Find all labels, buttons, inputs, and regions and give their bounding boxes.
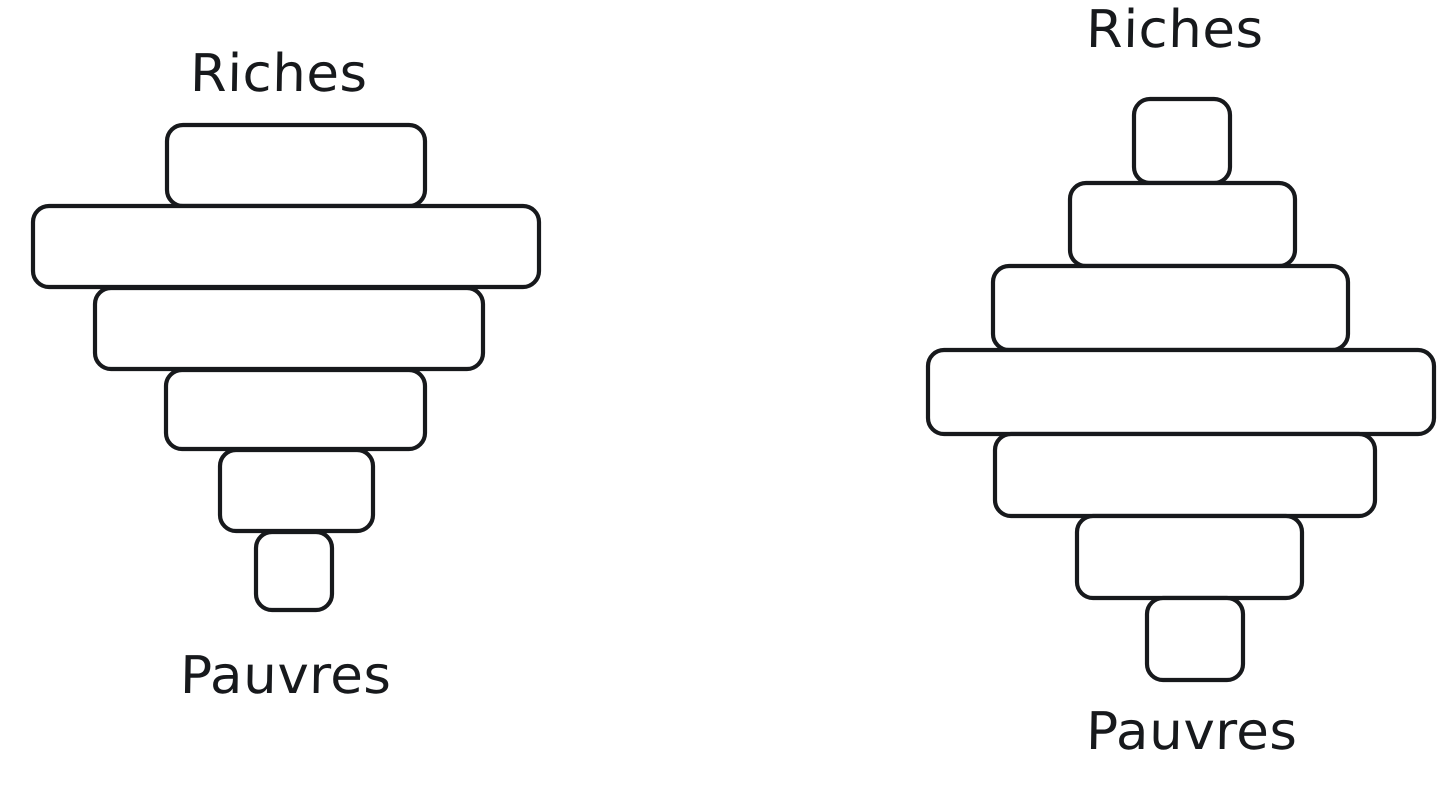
- right-pyramid-diagram: [880, 0, 1456, 783]
- left-pyramid-row-3[interactable]: [92, 285, 486, 372]
- left-pyramid-row-2[interactable]: [30, 203, 542, 290]
- right-pyramid-row-5[interactable]: [992, 431, 1378, 519]
- left-pyramid-row-4[interactable]: [163, 367, 428, 452]
- left-pyramid-row-1[interactable]: [164, 122, 428, 209]
- left-pyramid-row-6[interactable]: [253, 529, 335, 613]
- right-pyramid-row-3[interactable]: [990, 263, 1351, 353]
- right-pyramid-svg: [925, 96, 1437, 683]
- right-pyramid-row-6[interactable]: [1074, 513, 1305, 601]
- left-pyramid-row-5[interactable]: [217, 447, 376, 534]
- right-pyramid-row-1[interactable]: [1131, 96, 1233, 186]
- right-pyramid-row-7[interactable]: [1144, 595, 1246, 683]
- right-pyramid-row-2[interactable]: [1067, 180, 1298, 269]
- left-pyramid-diagram: [0, 0, 600, 783]
- right-pyramid-row-4[interactable]: [925, 347, 1437, 437]
- left-pyramid-svg: [30, 122, 542, 613]
